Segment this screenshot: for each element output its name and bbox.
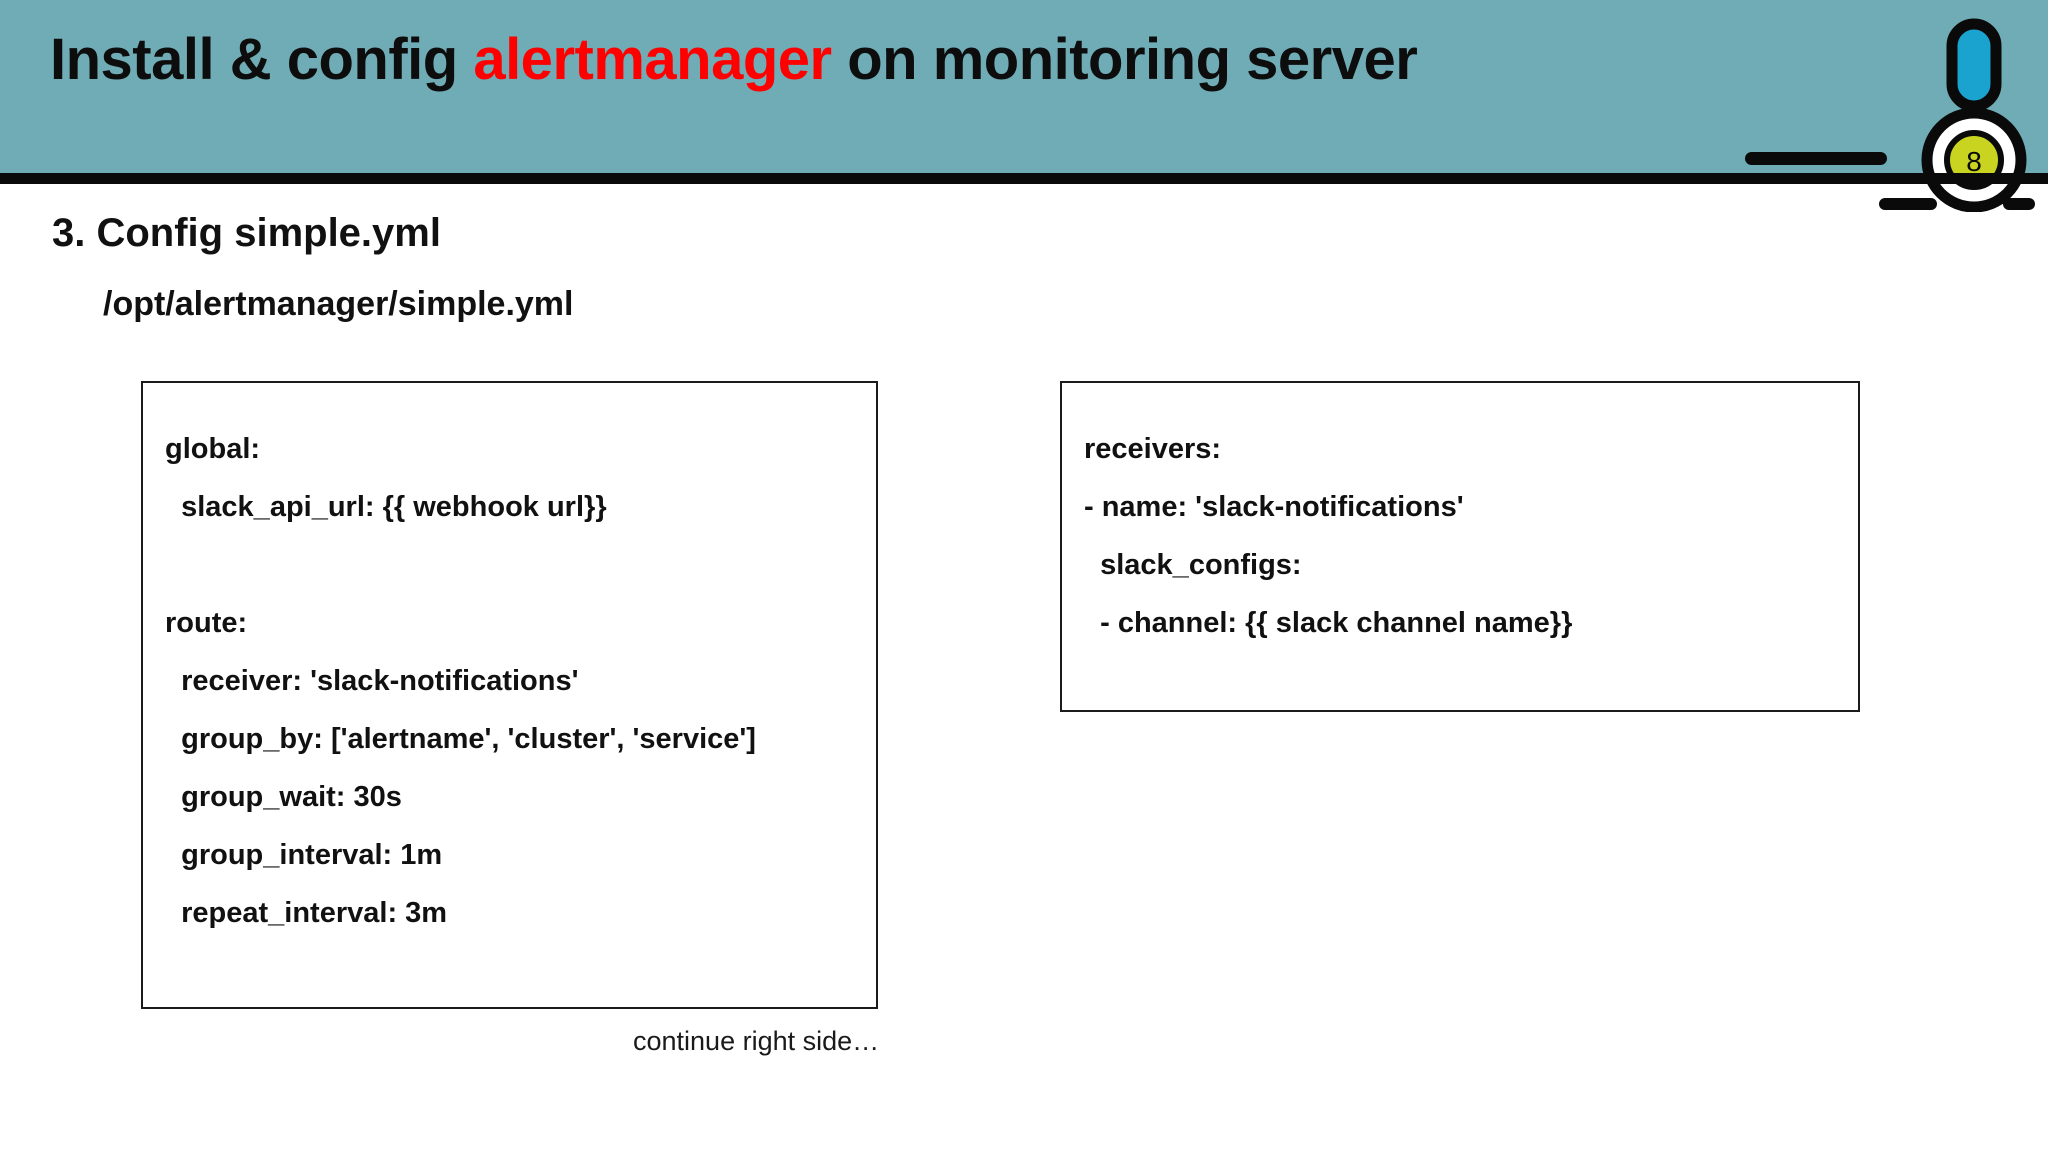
code-lines-right: receivers: - name: 'slack-notifications'… [1084,420,1850,652]
decorative-dash-right [2003,198,2035,210]
code-line: route: [165,607,248,639]
page-title-part-1: Install & config [50,27,474,92]
code-line: group_wait: 30s [165,781,402,813]
code-line-blank [165,536,868,594]
code-line: global: [165,433,261,465]
code-line: repeat_interval: 3m [165,897,448,929]
code-line: slack_api_url: {{ webhook url}} [165,491,607,523]
code-line: - name: 'slack-notifications' [1084,491,1464,523]
code-lines-left: global: slack_api_url: {{ webhook url}} … [165,420,868,942]
code-line: slack_configs: [1084,549,1302,581]
header-band [0,0,2048,175]
page-title: Install & config alertmanager on monitor… [50,27,1418,94]
code-box-right: receivers: - name: 'slack-notifications'… [1060,381,1860,712]
code-box-left: global: slack_api_url: {{ webhook url}} … [141,381,878,1009]
decorative-dash-long [1745,152,1887,165]
section-heading: 3. Config simple.yml [52,211,441,255]
continue-note: continue right side… [633,1026,880,1056]
code-line: receivers: [1084,433,1222,465]
code-line: group_by: ['alertname', 'cluster', 'serv… [165,723,756,755]
page-title-accent: alertmanager [473,27,832,92]
page-title-part-2: on monitoring server [831,27,1418,92]
code-line: receiver: 'slack-notifications' [165,665,579,697]
marker-number: 8 [1966,146,1982,177]
code-line: group_interval: 1m [165,839,443,871]
decorative-dash-left [1879,198,1937,210]
code-line: - channel: {{ slack channel name}} [1084,607,1573,639]
header-divider-rule [0,173,2048,184]
marker-pill-icon [1946,18,2002,112]
config-file-path: /opt/alertmanager/simple.yml [103,285,574,323]
